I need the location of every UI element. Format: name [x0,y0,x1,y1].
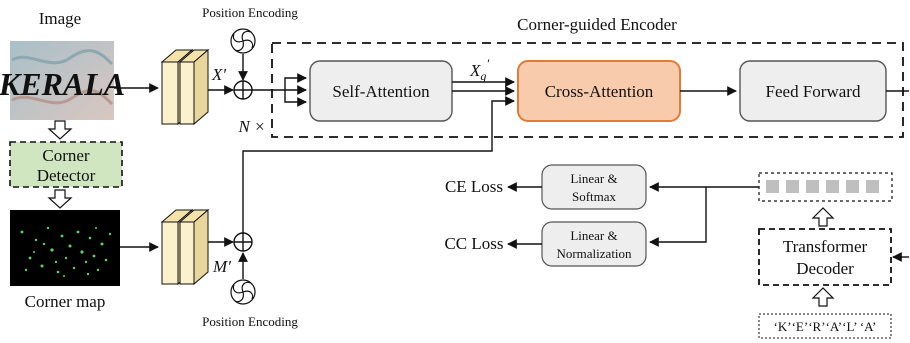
cc-loss-label: CC Loss [444,234,503,253]
down-arrow-icon [47,189,73,209]
svg-text:Feed Forward: Feed Forward [766,82,861,101]
corner-map-label: Corner map [25,292,106,311]
image-word: KERALA [0,66,125,102]
feature-block-top [160,48,210,126]
add-operator-top [233,80,253,100]
down-arrow-icon [47,120,73,140]
svg-text:Cross-Attention: Cross-Attention [545,82,654,101]
feed-forward-block: Feed Forward [739,60,887,122]
feature-block-bottom [160,208,210,286]
position-encoding-top-label: Position Encoding [202,5,298,20]
up-arrow-icon [811,207,835,227]
up-arrow-icon [811,287,835,307]
ce-loss-label: CE Loss [445,177,503,196]
svg-text:Corner: Corner [42,146,90,165]
svg-text:Detector: Detector [37,166,96,185]
x-prime-label: X′ [211,65,226,84]
input-tokens-box: ‘K’‘E’‘R’‘A’‘L’ ‘A’ [758,313,892,339]
svg-text:Self-Attention: Self-Attention [332,82,430,101]
n-times-label: N × [237,117,265,136]
self-attention-block: Self-Attention [309,60,453,122]
cross-attention-block: Cross-Attention [517,60,681,122]
svg-text:Transformer: Transformer [783,237,868,256]
position-encoding-top-icon [230,28,256,54]
svg-text:Linear &: Linear & [570,171,617,186]
svg-text:Decoder: Decoder [796,259,854,278]
corner-map-image [10,210,120,286]
image-label: Image [39,9,81,28]
token-strip [758,172,893,202]
svg-text:Softmax: Softmax [572,189,617,204]
linear-softmax-block: Linear & Softmax [541,164,647,210]
corner-detector-box: Corner Detector [9,141,123,188]
x-g-label: Xg′ [469,56,489,83]
position-encoding-bottom-icon [230,279,256,305]
transformer-decoder-block: Transformer Decoder [758,228,892,286]
svg-text:‘K’‘E’‘R’‘A’‘L’ ‘A’: ‘K’‘E’‘R’‘A’‘L’ ‘A’ [774,319,877,334]
linear-normalization-block: Linear & Normalization [541,221,647,267]
input-image: KERALA [0,41,125,120]
m-prime-label: M′ [212,257,231,276]
position-encoding-bottom-label: Position Encoding [202,314,298,329]
encoder-title: Corner-guided Encoder [517,15,677,34]
svg-text:Normalization: Normalization [556,246,632,261]
svg-text:Linear &: Linear & [570,228,617,243]
add-operator-bottom [233,232,253,252]
